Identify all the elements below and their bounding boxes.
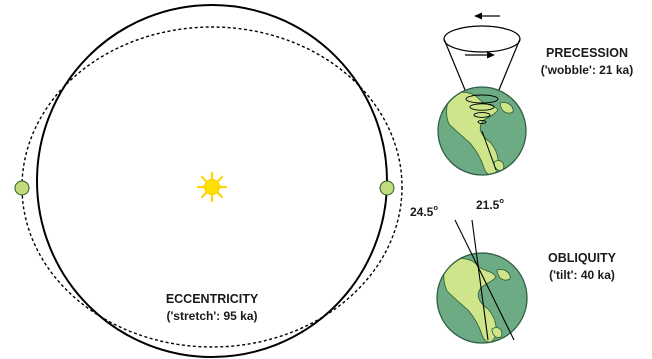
arrow-right-icon: [465, 51, 495, 59]
axis-tilt-21-5: [471, 219, 489, 341]
planet-icon-right: [379, 180, 395, 196]
sun-icon: [196, 171, 228, 203]
precession-title: PRECESSION: [546, 46, 628, 60]
obliquity-subtitle: ('tilt': 40 ka): [549, 268, 615, 282]
angle-label-24-5: 24.5o: [410, 203, 438, 219]
obliquity-title: OBLIQUITY: [548, 251, 617, 265]
precession-cone-rim: [443, 25, 521, 53]
precession-axis: [481, 130, 497, 171]
precession-panel: PRECESSION ('wobble': 21 ka): [437, 12, 633, 176]
eccentricity-panel: ECCENTRICITY ('stretch': 95 ka): [14, 4, 403, 358]
angle-label-21-5: 21.5o: [476, 196, 504, 212]
eccentricity-subtitle: ('stretch': 95 ka): [166, 309, 257, 323]
wobble-swirl: [465, 94, 499, 125]
axis-tilt-24-5: [454, 219, 515, 341]
eccentricity-title: ECCENTRICITY: [166, 292, 259, 306]
precession-subtitle: ('wobble': 21 ka): [541, 63, 633, 77]
arrow-left-icon: [474, 12, 500, 20]
obliquity-panel: 24.5o 21.5o OBLIQUITY ('tilt': 40 ka): [410, 196, 617, 344]
planet-icon-left: [14, 180, 30, 196]
